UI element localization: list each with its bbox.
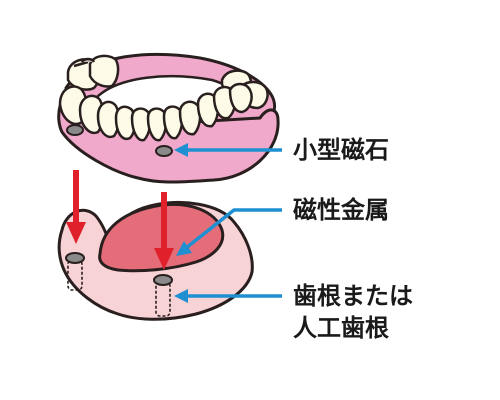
magnet-right (155, 145, 173, 157)
label-magnet: 小型磁石 (293, 136, 389, 164)
insertion-arrow-right (154, 192, 174, 270)
pointer-magnet (174, 143, 282, 157)
pointer-root (174, 289, 282, 303)
abutment-right (153, 274, 173, 317)
pointer-keeper (176, 208, 282, 256)
pointer-arrows (174, 143, 282, 303)
keeper-left (65, 252, 85, 264)
label-root-line2: 人工歯根 (293, 314, 389, 342)
magnet-left (66, 124, 84, 136)
insertion-arrows (66, 170, 174, 270)
denture-upper (57, 53, 280, 184)
label-keeper: 磁性金属 (293, 196, 389, 224)
insertion-arrow-left (66, 170, 86, 244)
keeper-right (153, 274, 173, 286)
label-root-line1: 歯根または (293, 282, 413, 310)
abutment-left (65, 252, 85, 291)
denture-magnets (66, 124, 173, 157)
front-teeth (58, 82, 253, 142)
labels: 小型磁石 磁性金属 歯根または 人工歯根 (293, 136, 413, 342)
